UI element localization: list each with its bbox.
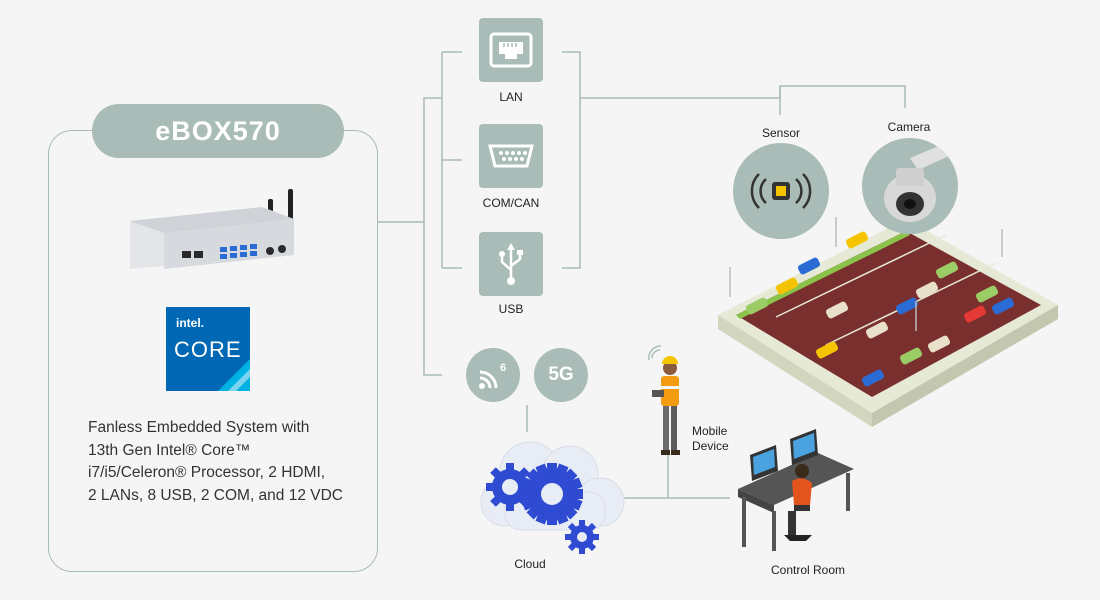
intel-core-badge: intel. CORE <box>166 307 250 391</box>
mobile-device-label: Mobile Device <box>692 424 729 454</box>
lan-interface-box <box>479 18 543 82</box>
description-line: i7/i5/Celeron® Processor, 2 HDMI, <box>88 464 326 481</box>
description-line: Fanless Embedded System with <box>88 419 310 436</box>
description-line: 13th Gen Intel® Core™ <box>88 441 251 459</box>
sensor-icon <box>750 173 812 209</box>
mobile-device-label-line: Mobile <box>692 424 728 438</box>
ethernet-port-icon <box>489 32 533 68</box>
com-can-interface-box <box>479 124 543 188</box>
usb-icon <box>499 243 523 285</box>
wifi-icon: 6 <box>479 362 506 389</box>
wifi6-circle: 6 <box>466 348 520 402</box>
camera-icon <box>884 138 958 222</box>
wifi-version-label: 6 <box>500 362 506 374</box>
cellular-5g-circle: 5G <box>534 348 588 402</box>
usb-interface-box <box>479 232 543 296</box>
cloud-gears-image <box>480 441 625 554</box>
product-title: eBOX570 <box>92 104 344 158</box>
com-can-label: COM/CAN <box>482 196 540 210</box>
sensor-circle <box>733 143 829 239</box>
sensor-label: Sensor <box>761 126 801 140</box>
cloud-label: Cloud <box>514 557 546 571</box>
mobile-worker-image <box>648 345 680 455</box>
ebox-device-image <box>130 189 294 269</box>
parking-lot-image <box>718 217 1058 427</box>
intel-brand-text: intel. <box>176 316 205 330</box>
intel-core-text: CORE <box>174 337 242 362</box>
product-description: Fanless Embedded System with 13th Gen In… <box>88 417 368 507</box>
serial-port-icon <box>488 144 534 168</box>
description-line: 2 LANs, 8 USB, 2 COM, and 12 VDC <box>88 486 343 504</box>
usb-label: USB <box>498 302 524 316</box>
mobile-device-label-line: Device <box>692 439 729 453</box>
intel-badge-background <box>218 359 250 391</box>
control-room-label: Control Room <box>770 563 846 577</box>
control-room-image <box>738 429 854 551</box>
lan-label: LAN <box>499 90 523 104</box>
5g-label: 5G <box>548 364 574 385</box>
camera-circle <box>862 138 958 234</box>
camera-label: Camera <box>887 120 931 134</box>
